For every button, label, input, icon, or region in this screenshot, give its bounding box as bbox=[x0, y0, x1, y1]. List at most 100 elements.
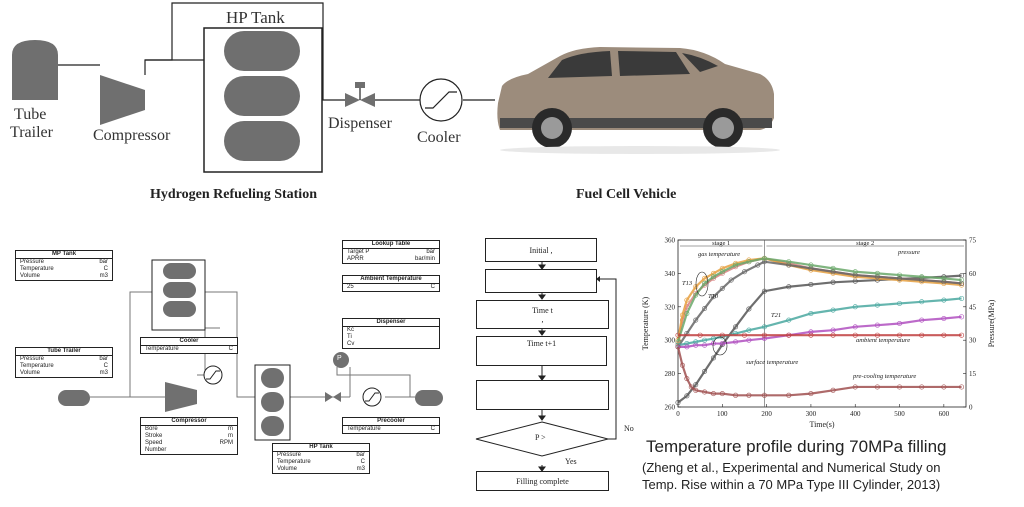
data-point bbox=[830, 279, 836, 285]
data-point bbox=[693, 317, 699, 323]
data-point bbox=[852, 272, 858, 278]
param-name: Volume bbox=[20, 370, 41, 376]
param-name: Volume bbox=[20, 273, 41, 279]
stage-1-label: stage 1 bbox=[712, 240, 730, 247]
data-point bbox=[702, 305, 708, 311]
data-point bbox=[710, 391, 716, 397]
yes-label: Yes bbox=[565, 457, 577, 466]
data-point bbox=[808, 282, 814, 288]
hp-tank-title: HP Tank bbox=[273, 444, 369, 452]
flow-step-2 bbox=[485, 269, 597, 293]
data-point bbox=[941, 384, 947, 390]
data-point bbox=[959, 295, 965, 301]
data-point bbox=[679, 362, 685, 368]
data-point bbox=[719, 285, 725, 291]
param-unit: C bbox=[360, 459, 365, 465]
data-point bbox=[675, 337, 681, 343]
data-point bbox=[746, 327, 752, 333]
plot-frame bbox=[677, 239, 967, 408]
x-axis-label: Time(s) bbox=[809, 420, 834, 429]
param-unit: bar bbox=[99, 356, 108, 362]
param-unit: C bbox=[228, 346, 233, 352]
data-point bbox=[702, 342, 708, 348]
series-line bbox=[676, 346, 962, 397]
annotation-ellipse bbox=[695, 271, 709, 297]
param-unit: bar bbox=[426, 249, 435, 255]
data-point bbox=[959, 314, 965, 320]
chart-title: Temperature profile during 70MPa filling bbox=[646, 437, 947, 456]
data-point bbox=[852, 304, 858, 310]
cooler-shape bbox=[419, 78, 463, 122]
dispenser-label: Dispenser bbox=[328, 115, 392, 132]
data-point bbox=[852, 324, 858, 330]
x-tick-label: 500 bbox=[894, 410, 905, 418]
process-diagram-svg bbox=[12, 2, 780, 173]
vehicle-tank-shape bbox=[415, 390, 443, 406]
data-point bbox=[874, 322, 880, 328]
series-line bbox=[677, 260, 962, 348]
dispenser-valve bbox=[345, 82, 375, 107]
param-name: Temperature bbox=[20, 363, 54, 369]
data-point bbox=[761, 324, 767, 330]
lookup-title: Lookup Table bbox=[343, 241, 439, 249]
data-point bbox=[746, 306, 752, 312]
data-point bbox=[874, 274, 880, 280]
data-point bbox=[702, 275, 708, 281]
y2-tick-label: 45 bbox=[969, 303, 977, 311]
data-point bbox=[733, 324, 739, 330]
data-point bbox=[693, 342, 699, 348]
mp-tank-title: MP Tank bbox=[16, 251, 112, 259]
p-symbol: P bbox=[337, 355, 342, 362]
data-point bbox=[830, 269, 836, 275]
data-point bbox=[684, 341, 690, 347]
data-point bbox=[874, 302, 880, 308]
cooler-label: Cooler bbox=[417, 129, 461, 146]
data-point bbox=[702, 389, 708, 395]
data-point bbox=[684, 376, 690, 382]
data-point bbox=[919, 299, 925, 305]
mp-cyl-3 bbox=[163, 301, 196, 317]
data-point bbox=[728, 277, 734, 283]
param-name: Pressure bbox=[277, 452, 302, 458]
data-point bbox=[808, 391, 814, 397]
annotation-label: pressure bbox=[897, 249, 920, 256]
data-point bbox=[746, 392, 752, 398]
param-unit: RPM bbox=[219, 440, 233, 446]
data-point bbox=[688, 384, 694, 390]
hp-tank-label: HP Tank bbox=[226, 8, 285, 27]
mp-cyl-2 bbox=[163, 282, 196, 298]
data-point bbox=[897, 332, 903, 338]
param-name: Temperature bbox=[277, 459, 311, 465]
pipes bbox=[58, 2, 495, 101]
param-unit: m bbox=[228, 426, 233, 432]
y-tick-label: 280 bbox=[665, 370, 676, 378]
x-tick-label: 300 bbox=[806, 410, 817, 418]
dispenser-title: Dispenser bbox=[343, 319, 439, 327]
data-point bbox=[702, 280, 708, 286]
data-point bbox=[874, 384, 880, 390]
data-point bbox=[786, 262, 792, 268]
param-value: 25 bbox=[347, 284, 354, 290]
data-point bbox=[693, 382, 699, 388]
param-unit: m3 bbox=[356, 466, 365, 472]
data-point bbox=[755, 262, 761, 268]
series-line bbox=[678, 315, 962, 348]
param-name: Number bbox=[145, 447, 167, 453]
hp-tank-cylinder-2 bbox=[224, 76, 300, 116]
data-point bbox=[786, 284, 792, 290]
param-name: Pressure bbox=[20, 259, 45, 265]
annotation-label: T13 bbox=[682, 280, 693, 287]
data-point bbox=[786, 259, 792, 265]
data-point bbox=[808, 262, 814, 268]
y-tick-label: 320 bbox=[665, 303, 676, 311]
param-name: Cv bbox=[347, 341, 355, 347]
data-point bbox=[684, 297, 690, 303]
data-point bbox=[733, 262, 739, 268]
data-point bbox=[959, 277, 965, 283]
data-point bbox=[786, 317, 792, 323]
y-tick-label: 260 bbox=[665, 404, 676, 412]
data-point bbox=[919, 317, 925, 323]
